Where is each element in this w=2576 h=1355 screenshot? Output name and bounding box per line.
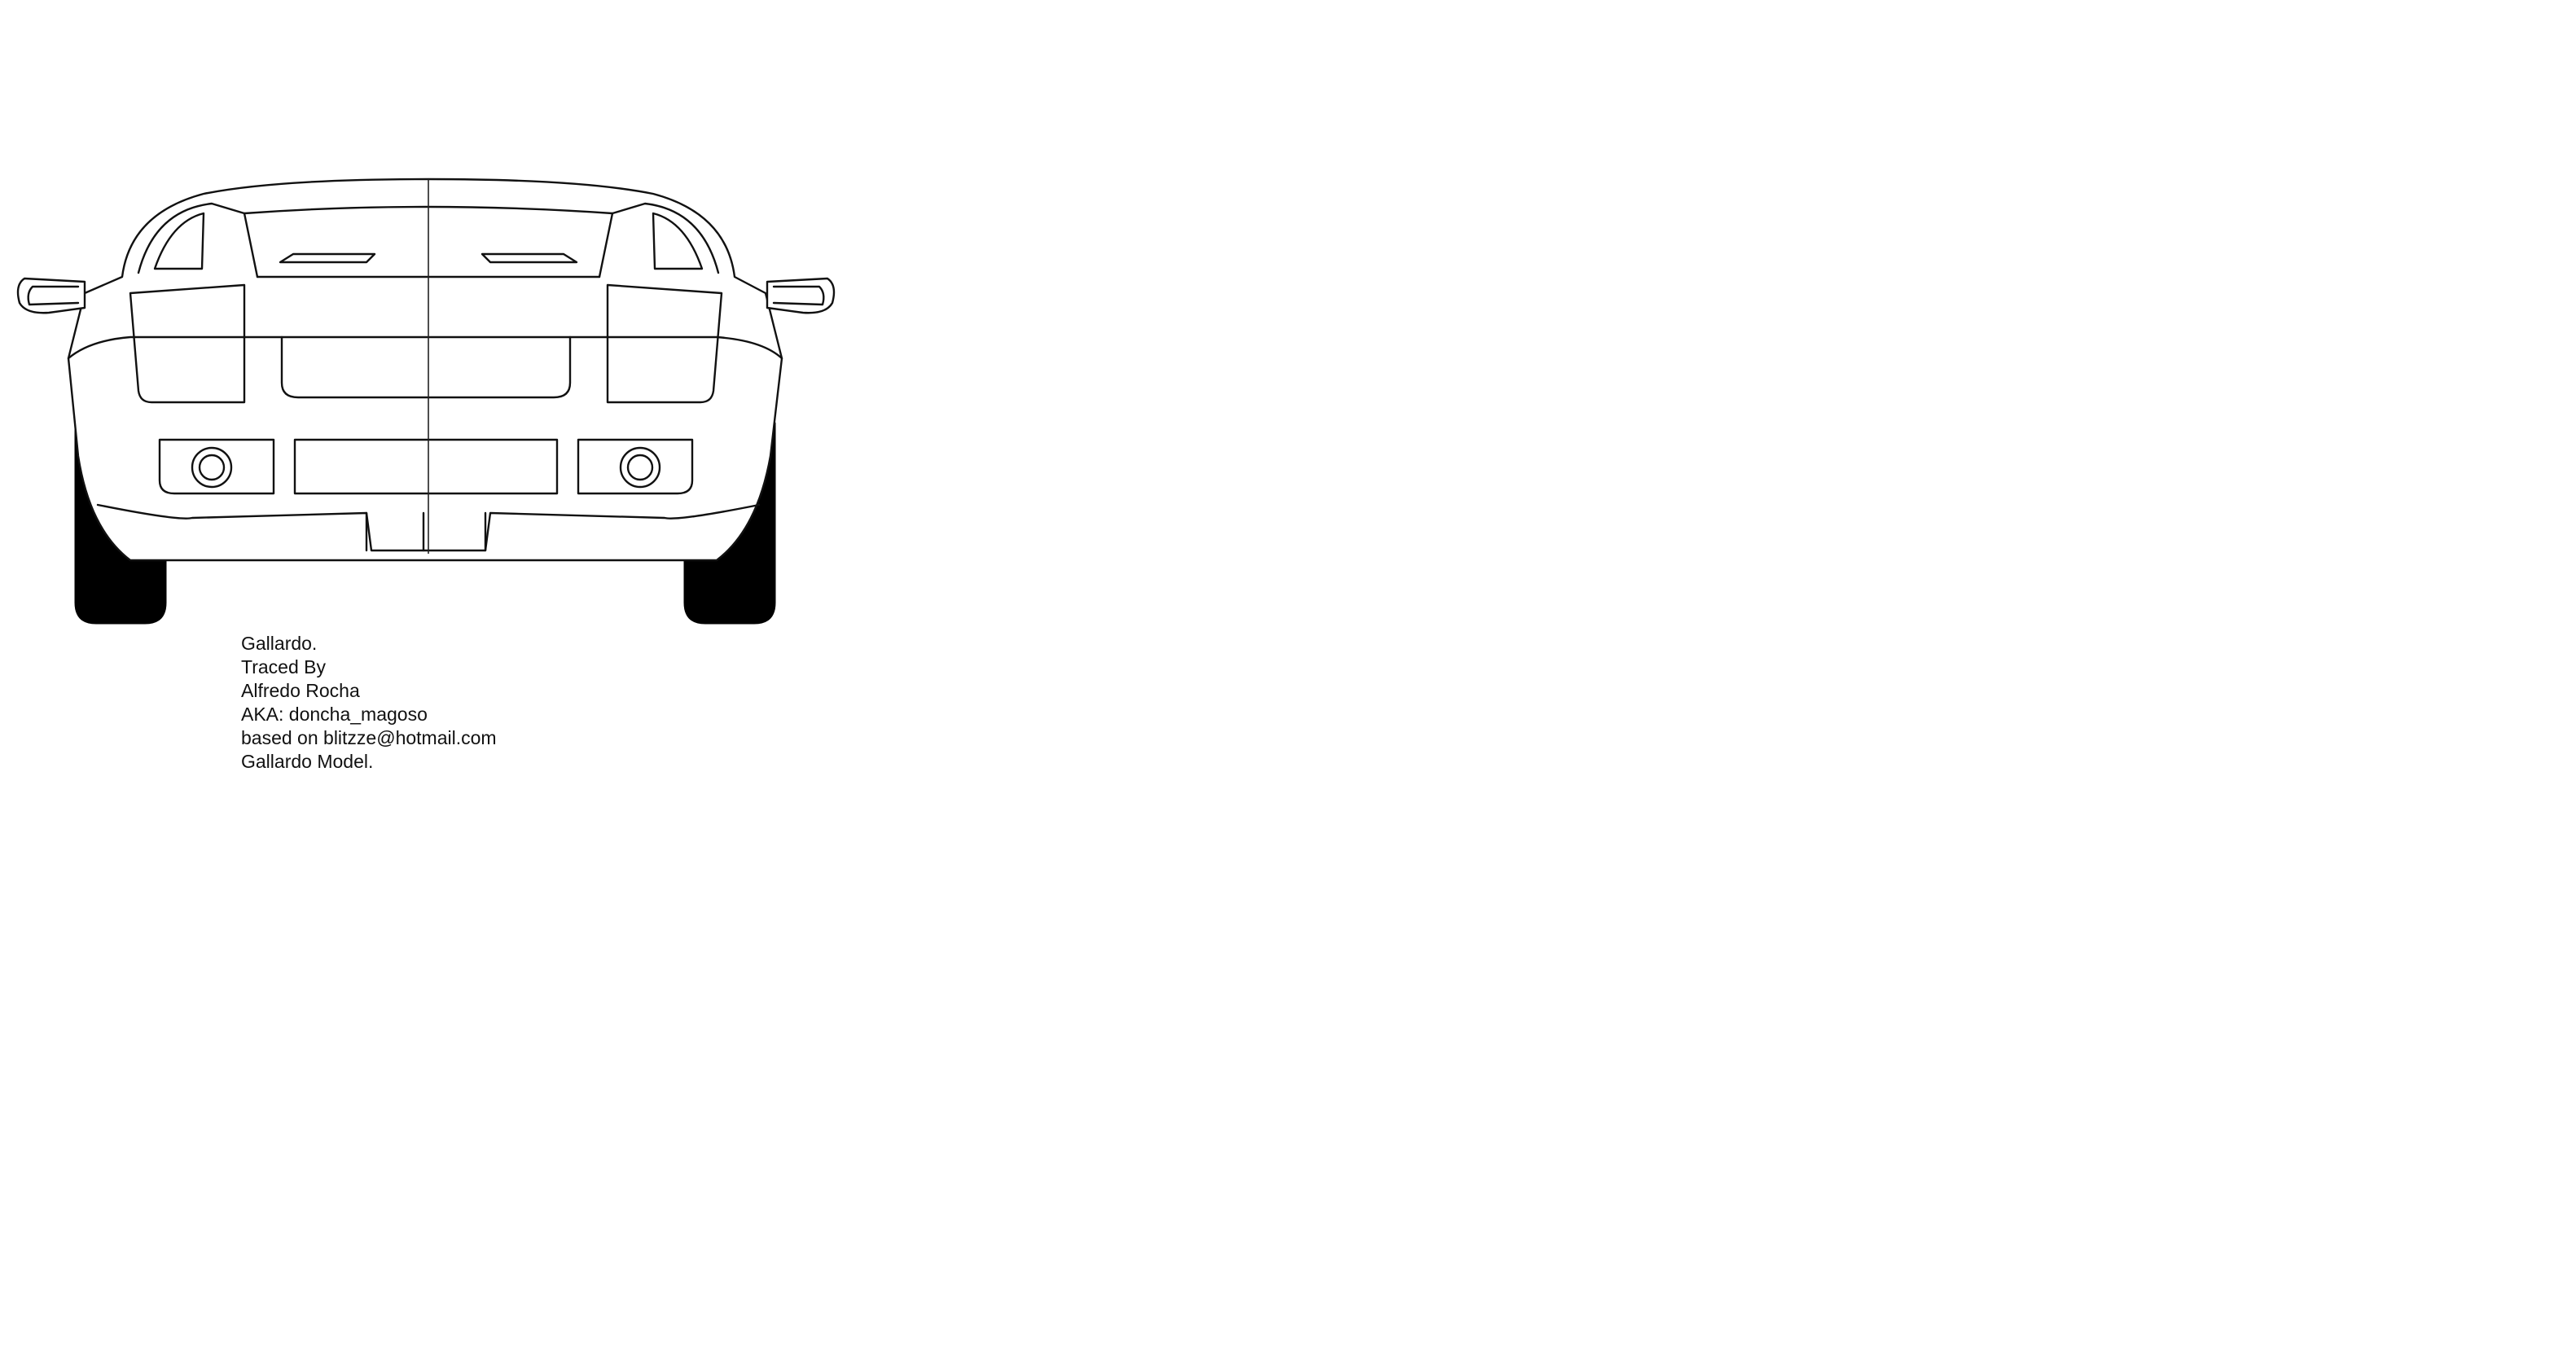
credits-line: based on blitzze@hotmail.com bbox=[241, 727, 497, 748]
credits-line: Gallardo. bbox=[241, 633, 318, 654]
credits-line: Traced By bbox=[241, 656, 326, 678]
rear-right-exhaust bbox=[621, 448, 660, 487]
credits-line: Gallardo Model. bbox=[241, 751, 374, 772]
rear-left-exhaust bbox=[192, 448, 231, 487]
rear-view bbox=[18, 179, 834, 624]
rear-body-outline bbox=[68, 179, 782, 560]
credits-block: Gallardo. Traced By Alfredo Rocha AKA: d… bbox=[241, 632, 497, 774]
credits-line: Alfredo Rocha bbox=[241, 680, 360, 701]
credits-line: AKA: doncha_magoso bbox=[241, 704, 428, 725]
